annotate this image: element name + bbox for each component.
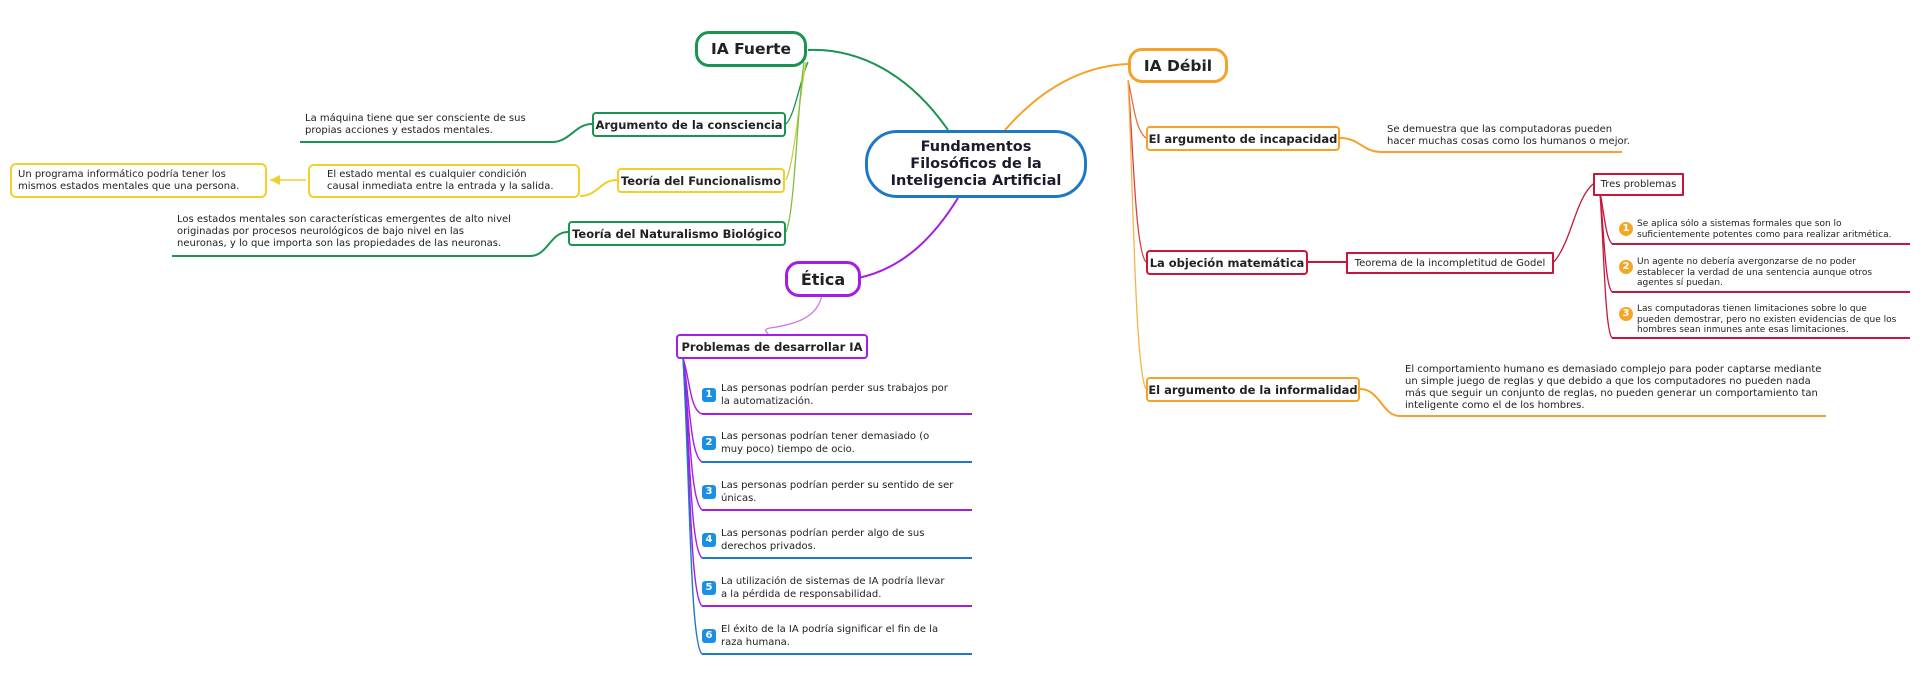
connector-naturalismo-note (529, 231, 569, 257)
ia-fuerte-label: IA Fuerte (710, 40, 792, 58)
objecion-matematica-label: La objeción matemática (1149, 255, 1305, 270)
connector-funcionalismo-note (579, 179, 618, 197)
connector-tres-3 (1599, 192, 1613, 339)
ia-debil-topic[interactable]: IA Débil (1128, 48, 1228, 83)
incapacidad-note: Se demuestra que las computadoras pueden… (1387, 124, 1630, 147)
teoria-naturalismo-topic[interactable]: Teoría del Naturalismo Biológico (568, 221, 786, 246)
connector-central-etica (857, 197, 959, 279)
problemas-label: Problemas de desarrollar IA (681, 339, 863, 354)
number-2-icon: 2 (702, 436, 716, 450)
problemas-topic[interactable]: Problemas de desarrollar IA (676, 334, 868, 359)
funcionalismo-extra-box[interactable]: Un programa informático podría tener los… (10, 163, 267, 198)
central-topic[interactable]: Fundamentos Filosóficos de la Inteligenc… (865, 130, 1087, 198)
teoria-funcionalismo-label: Teoría del Funcionalismo (620, 173, 782, 188)
arrowhead-funcionalismo-extra (270, 175, 280, 185)
teorema-godel-label: Teorema de la incompletitud de Godel (1354, 257, 1546, 269)
consciencia-note: La máquina tiene que ser consciente de s… (305, 113, 526, 136)
number-3-icon: 3 (1619, 307, 1633, 321)
connector-ia-debil-informalidad (1127, 79, 1147, 390)
central-topic-title: Fundamentos Filosóficos de la Inteligenc… (890, 138, 1062, 189)
number-2-icon: 2 (1619, 260, 1633, 274)
tres-problemas-box[interactable]: Tres problemas (1593, 173, 1684, 196)
funcionalismo-note-box[interactable]: El estado mental es cualquier condición … (308, 164, 580, 198)
tres-problemas-label: Tres problemas (1600, 179, 1677, 190)
connector-incapacidad-note (1339, 137, 1383, 153)
problem-item-2[interactable]: 2 Las personas podrían tener demasiado (… (702, 431, 972, 465)
problem-item-5[interactable]: 5 La utilización de sistemas de IA podrí… (702, 576, 972, 610)
connector-central-ia-debil (1004, 63, 1129, 131)
problem-item-3[interactable]: 3 Las personas podrían perder su sentido… (702, 480, 972, 514)
argumento-incapacidad-label: El argumento de incapacidad (1148, 131, 1338, 146)
teoria-naturalismo-label: Teoría del Naturalismo Biológico (572, 226, 782, 241)
connector-etica-problemas (764, 293, 823, 336)
ia-fuerte-topic[interactable]: IA Fuerte (695, 31, 807, 67)
number-3-icon: 3 (702, 485, 716, 499)
number-5-icon: 5 (702, 581, 716, 595)
teorema-godel-box[interactable]: Teorema de la incompletitud de Godel (1346, 252, 1554, 274)
naturalismo-note: Los estados mentales son características… (177, 214, 511, 249)
connector-ia-fuerte-naturalismo (785, 61, 805, 233)
connector-ia-fuerte-consciencia (785, 61, 809, 125)
teoria-funcionalismo-topic[interactable]: Teoría del Funcionalismo (617, 168, 785, 193)
connector-consciencia-note (551, 123, 593, 143)
problem-item-4[interactable]: 4 Las personas podrían perder algo de su… (702, 528, 972, 562)
connector-ia-debil-objecion (1127, 79, 1147, 263)
objecion-matematica-topic[interactable]: La objeción matemática (1146, 250, 1308, 275)
connector-ia-fuerte-funcionalismo (785, 61, 807, 181)
argumento-informalidad-label: El argumento de la informalidad (1148, 382, 1358, 397)
problem-item-6[interactable]: 6 El éxito de la IA podría significar el… (702, 624, 972, 658)
etica-label: Ética (800, 269, 846, 289)
number-4-icon: 4 (702, 533, 716, 547)
connector-central-ia-fuerte (807, 48, 949, 131)
number-1-icon: 1 (702, 388, 716, 402)
informalidad-note: El comportamiento humano es demasiado co… (1405, 364, 1822, 411)
argumento-incapacidad-topic[interactable]: El argumento de incapacidad (1146, 126, 1340, 151)
connector-problem-1 (682, 357, 703, 415)
connector-informalidad-note (1359, 388, 1401, 417)
argumento-consciencia-topic[interactable]: Argumento de la consciencia (592, 112, 786, 137)
number-6-icon: 6 (702, 629, 716, 643)
argumento-consciencia-label: Argumento de la consciencia (595, 117, 783, 132)
connector-ia-debil-incapacidad (1127, 79, 1147, 139)
connector-teorema-tres (1553, 183, 1594, 263)
problem-item-1[interactable]: 1 Las personas podrían perder sus trabaj… (702, 383, 972, 417)
number-1-icon: 1 (1619, 222, 1633, 236)
connector-problem-6 (682, 357, 703, 655)
etica-topic[interactable]: Ética (785, 261, 861, 297)
argumento-informalidad-topic[interactable]: El argumento de la informalidad (1146, 377, 1360, 402)
ia-debil-label: IA Débil (1143, 56, 1213, 75)
connector-problem-5 (682, 357, 703, 607)
